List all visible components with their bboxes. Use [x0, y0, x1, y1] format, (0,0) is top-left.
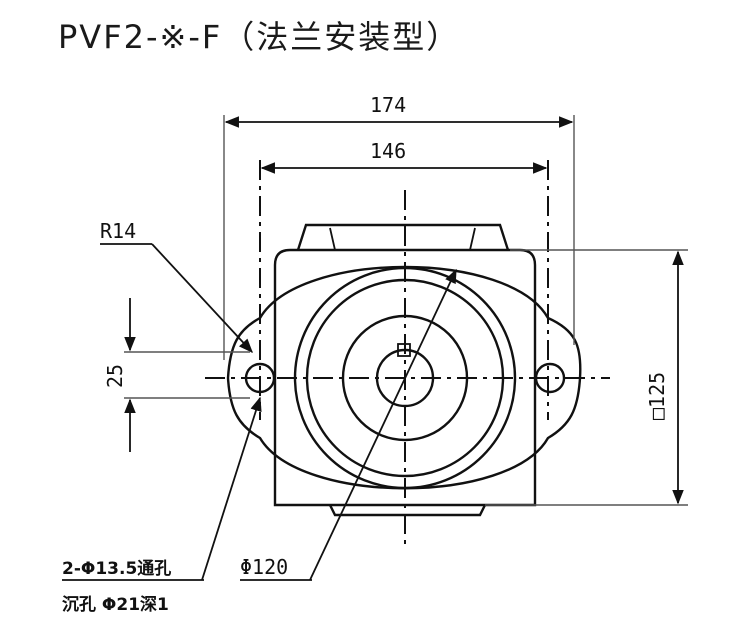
dim-25-label: 25 [103, 364, 127, 388]
top-boss-inner-right [469, 227, 476, 251]
r14-leader [151, 243, 253, 354]
dim-125-label: □125 [645, 372, 669, 420]
dim-146-label: 146 [370, 139, 406, 163]
hole-note-line2: 沉孔 Φ21深1 [62, 594, 169, 615]
drawing-title: PVF2-※-F（法兰安装型） [58, 18, 461, 56]
dim-174-label: 174 [370, 93, 406, 117]
hole-note-line1: 2-Φ13.5通孔 [62, 559, 171, 579]
r14-label: R14 [100, 219, 136, 243]
phi120-label: Φ120 [240, 555, 288, 579]
bottom-base [328, 504, 487, 517]
hole-note-leader [201, 396, 262, 581]
top-boss [296, 223, 510, 251]
flange-outline [226, 265, 582, 490]
top-boss-inner [329, 227, 336, 251]
phi120-leader [309, 268, 457, 581]
